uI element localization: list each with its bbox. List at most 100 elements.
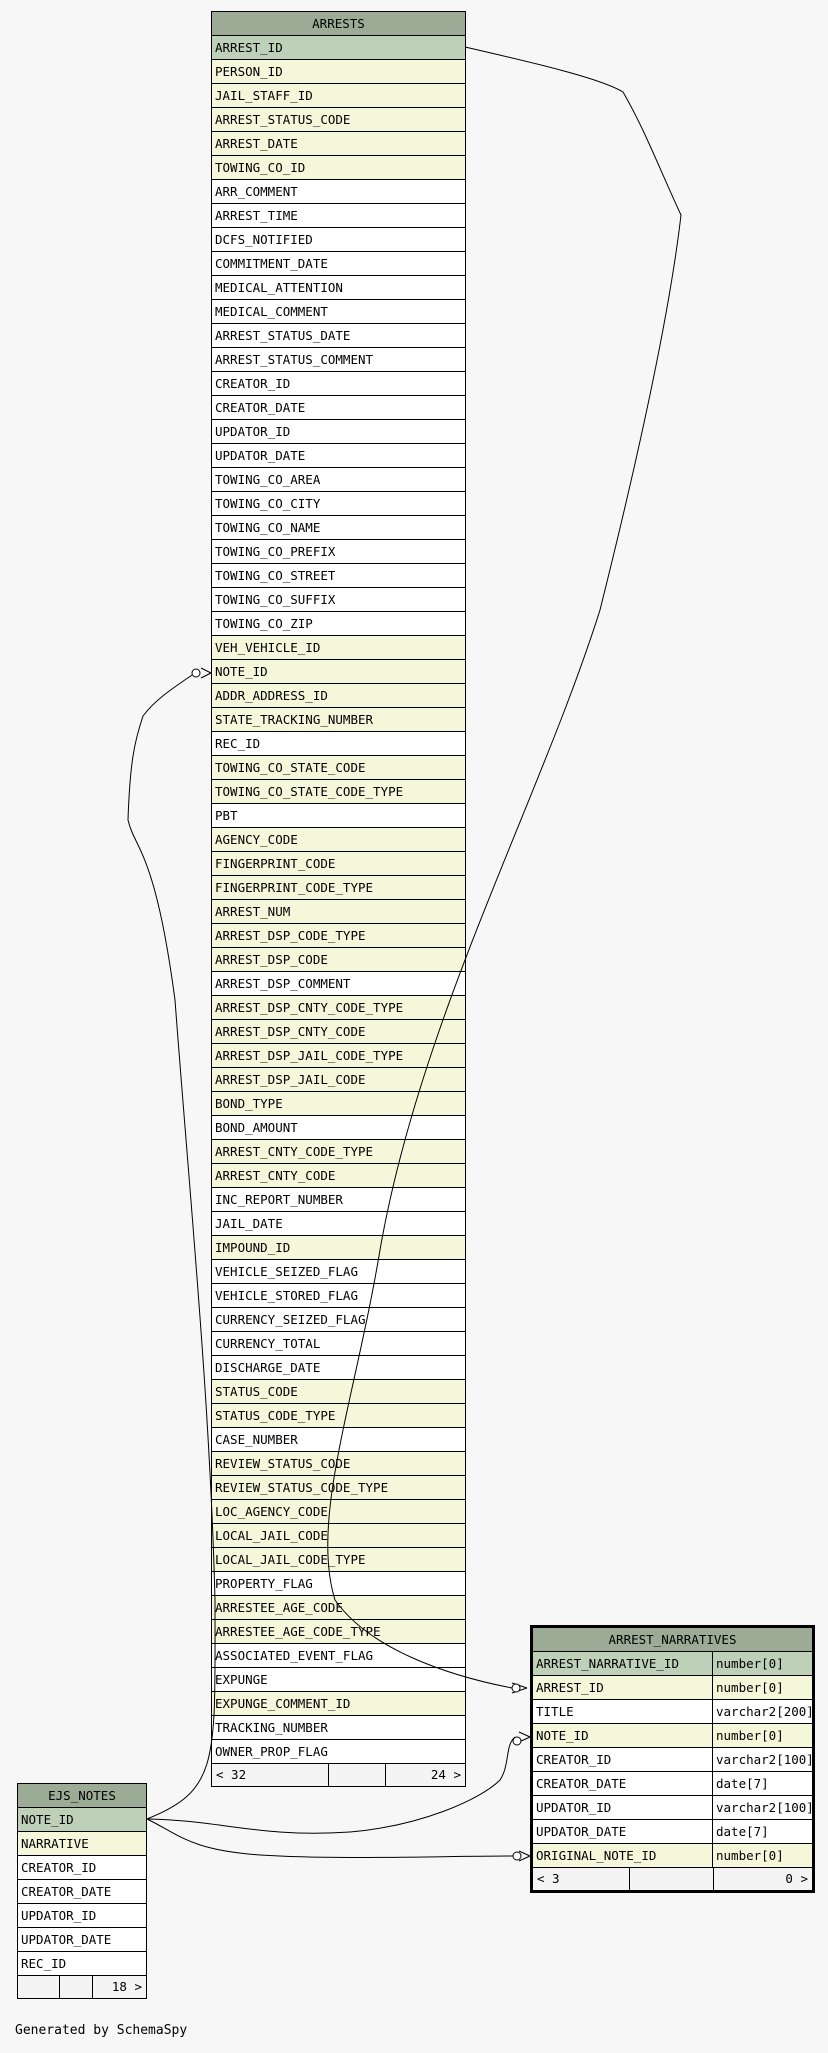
arrests-row-fingerprint-code-type[interactable]: FINGERPRINT_CODE_TYPE <box>212 876 465 900</box>
arrests-row-owner-prop-flag[interactable]: OWNER_PROP_FLAG <box>212 1740 465 1764</box>
ejs-notes-footer-parents[interactable] <box>18 1976 60 1998</box>
arrests-row-discharge-date[interactable]: DISCHARGE_DATE <box>212 1356 465 1380</box>
arrests-footer-children[interactable]: 24 > <box>430 1767 461 1782</box>
arrests-row-towing-co-id[interactable]: TOWING_CO_ID <box>212 156 465 180</box>
ejs-notes-row-creator-id[interactable]: CREATOR_ID <box>18 1856 146 1880</box>
arrests-row-towing-co-area[interactable]: TOWING_CO_AREA <box>212 468 465 492</box>
arrests-row-arrest-num[interactable]: ARREST_NUM <box>212 900 465 924</box>
arrests-row-arrest-dsp-code[interactable]: ARREST_DSP_CODE <box>212 948 465 972</box>
ejs-notes-row-note-id[interactable]: NOTE_ID <box>18 1808 146 1832</box>
arrests-row-impound-id[interactable]: IMPOUND_ID <box>212 1236 465 1260</box>
ejs-notes-row-updator-id[interactable]: UPDATOR_ID <box>18 1904 146 1928</box>
ejs-notes-row-rec-id[interactable]: REC_ID <box>18 1952 146 1976</box>
arrests-row-arrestee-age-code[interactable]: ARRESTEE_AGE_CODE <box>212 1596 465 1620</box>
arrests-row-arrest-status-code[interactable]: ARREST_STATUS_CODE <box>212 108 465 132</box>
arrests-row-veh-vehicle-id[interactable]: VEH_VEHICLE_ID <box>212 636 465 660</box>
arrests-row-inc-report-number[interactable]: INC_REPORT_NUMBER <box>212 1188 465 1212</box>
arrests-row-arrest-dsp-comment[interactable]: ARREST_DSP_COMMENT <box>212 972 465 996</box>
arrests-row-jail-date[interactable]: JAIL_DATE <box>212 1212 465 1236</box>
arrests-row-arrestee-age-code-type[interactable]: ARRESTEE_AGE_CODE_TYPE <box>212 1620 465 1644</box>
arrests-row-medical-attention[interactable]: MEDICAL_ATTENTION <box>212 276 465 300</box>
arrests-row-towing-co-name[interactable]: TOWING_CO_NAME <box>212 516 465 540</box>
arrests-row-associated-event-flag[interactable]: ASSOCIATED_EVENT_FLAG <box>212 1644 465 1668</box>
arrests-row-status-code[interactable]: STATUS_CODE <box>212 1380 465 1404</box>
arrests-row-arrest-date[interactable]: ARREST_DATE <box>212 132 465 156</box>
arrests-row-status-code-type[interactable]: STATUS_CODE_TYPE <box>212 1404 465 1428</box>
arrests-row-agency-code[interactable]: AGENCY_CODE <box>212 828 465 852</box>
ejs-notes-footer-children[interactable]: 18 > <box>111 1979 142 1994</box>
arrests-row-towing-co-street[interactable]: TOWING_CO_STREET <box>212 564 465 588</box>
arrests-row-arrest-dsp-jail-code[interactable]: ARREST_DSP_JAIL_CODE <box>212 1068 465 1092</box>
arrests-row-currency-total[interactable]: CURRENCY_TOTAL <box>212 1332 465 1356</box>
arrests-row-vehicle-seized-flag[interactable]: VEHICLE_SEIZED_FLAG <box>212 1260 465 1284</box>
arrests-row-arrest-cnty-code-type[interactable]: ARREST_CNTY_CODE_TYPE <box>212 1140 465 1164</box>
arrests-row-bond-type[interactable]: BOND_TYPE <box>212 1092 465 1116</box>
arrests-row-arrest-status-date[interactable]: ARREST_STATUS_DATE <box>212 324 465 348</box>
arrests-row-towing-co-suffix[interactable]: TOWING_CO_SUFFIX <box>212 588 465 612</box>
arrests-row-bond-amount[interactable]: BOND_AMOUNT <box>212 1116 465 1140</box>
ejs-notes-row-creator-date[interactable]: CREATOR_DATE <box>18 1880 146 1904</box>
arrests-row-local-jail-code-type[interactable]: LOCAL_JAIL_CODE_TYPE <box>212 1548 465 1572</box>
arrests-row-expunge-comment-id[interactable]: EXPUNGE_COMMENT_ID <box>212 1692 465 1716</box>
arrests-row-review-status-code-type[interactable]: REVIEW_STATUS_CODE_TYPE <box>212 1476 465 1500</box>
arrests-row-arrest-cnty-code[interactable]: ARREST_CNTY_CODE <box>212 1164 465 1188</box>
arrests-row-arrest-dsp-code-type[interactable]: ARREST_DSP_CODE_TYPE <box>212 924 465 948</box>
arrests-row-case-number[interactable]: CASE_NUMBER <box>212 1428 465 1452</box>
arrests-row-arrest-dsp-cnty-code[interactable]: ARREST_DSP_CNTY_CODE <box>212 1020 465 1044</box>
arrests-row-jail-staff-id[interactable]: JAIL_STAFF_ID <box>212 84 465 108</box>
arrests-row-person-id[interactable]: PERSON_ID <box>212 60 465 84</box>
arrests-row-loc-agency-code[interactable]: LOC_AGENCY_CODE <box>212 1500 465 1524</box>
ejs-notes-table-title[interactable]: EJS_NOTES <box>18 1784 146 1808</box>
arrest-narratives-table-title[interactable]: ARREST_NARRATIVES <box>533 1628 812 1652</box>
arrest-narratives-footer-children[interactable]: 0 > <box>785 1871 808 1886</box>
arrests-row-review-status-code[interactable]: REVIEW_STATUS_CODE <box>212 1452 465 1476</box>
arrests-row-creator-date[interactable]: CREATOR_DATE <box>212 396 465 420</box>
arrests-row-creator-id[interactable]: CREATOR_ID <box>212 372 465 396</box>
arrests-row-state-tracking-number[interactable]: STATE_TRACKING_NUMBER <box>212 708 465 732</box>
arrests-row-commitment-date[interactable]: COMMITMENT_DATE <box>212 252 465 276</box>
arrests-row-arrest-status-comment[interactable]: ARREST_STATUS_COMMENT <box>212 348 465 372</box>
arrests-row-vehicle-stored-flag[interactable]: VEHICLE_STORED_FLAG <box>212 1284 465 1308</box>
arrests-row-arr-comment[interactable]: ARR_COMMENT <box>212 180 465 204</box>
arrests-row-towing-co-state-code[interactable]: TOWING_CO_STATE_CODE <box>212 756 465 780</box>
arrests-row-property-flag[interactable]: PROPERTY_FLAG <box>212 1572 465 1596</box>
arrests-footer-parents[interactable]: < 32 <box>212 1764 329 1786</box>
arrests-row-tracking-number[interactable]: TRACKING_NUMBER <box>212 1716 465 1740</box>
arrests-row-dcfs-notified[interactable]: DCFS_NOTIFIED <box>212 228 465 252</box>
arrests-table-title[interactable]: ARRESTS <box>212 12 465 36</box>
ejs-notes-row-updator-date[interactable]: UPDATOR_DATE <box>18 1928 146 1952</box>
arrests-row-towing-co-state-code-type[interactable]: TOWING_CO_STATE_CODE_TYPE <box>212 780 465 804</box>
arrests-row-updator-id[interactable]: UPDATOR_ID <box>212 420 465 444</box>
arrests-row-pbt[interactable]: PBT <box>212 804 465 828</box>
arrests-row-addr-address-id[interactable]: ADDR_ADDRESS_ID <box>212 684 465 708</box>
arrests-row-towing-co-zip[interactable]: TOWING_CO_ZIP <box>212 612 465 636</box>
arrests-row-arrest-dsp-jail-code-type[interactable]: ARREST_DSP_JAIL_CODE_TYPE <box>212 1044 465 1068</box>
arrest-narratives-footer-parents[interactable]: < 3 <box>533 1868 630 1890</box>
arrests-row-towing-co-city[interactable]: TOWING_CO_CITY <box>212 492 465 516</box>
arrests-row-local-jail-code[interactable]: LOCAL_JAIL_CODE <box>212 1524 465 1548</box>
arrests-row-updator-date[interactable]: UPDATOR_DATE <box>212 444 465 468</box>
ejs-notes-row-narrative[interactable]: NARRATIVE <box>18 1832 146 1856</box>
arrests-row-towing-co-prefix[interactable]: TOWING_CO_PREFIX <box>212 540 465 564</box>
arrests-row-arrest-id[interactable]: ARREST_ID <box>212 36 465 60</box>
arrests-row-arrest-time[interactable]: ARREST_TIME <box>212 204 465 228</box>
arrests-row-expunge[interactable]: EXPUNGE <box>212 1668 465 1692</box>
arrests-row-fingerprint-code[interactable]: FINGERPRINT_CODE <box>212 852 465 876</box>
arrests-row-arrest-dsp-cnty-code-type[interactable]: ARREST_DSP_CNTY_CODE_TYPE <box>212 996 465 1020</box>
arrests-row-note-id[interactable]: NOTE_ID <box>212 660 465 684</box>
arrests-row-currency-seized-flag[interactable]: CURRENCY_SEIZED_FLAG <box>212 1308 465 1332</box>
arrests-row-rec-id[interactable]: REC_ID <box>212 732 465 756</box>
arrests-row-medical-comment[interactable]: MEDICAL_COMMENT <box>212 300 465 324</box>
